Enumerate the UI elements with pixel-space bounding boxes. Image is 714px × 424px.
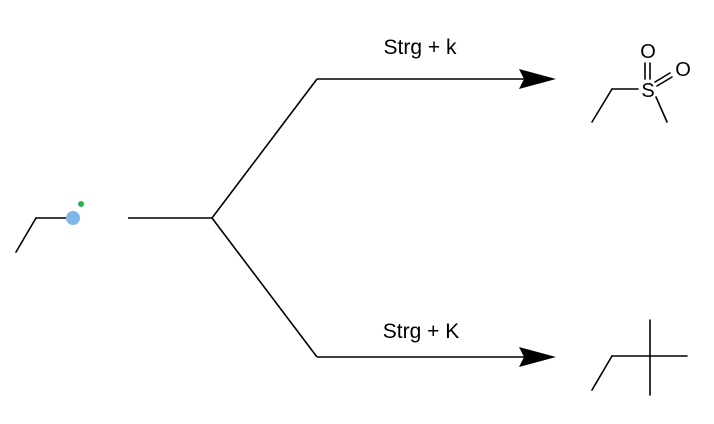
reaction-arrow-lower[interactable] <box>317 347 556 367</box>
starting-molecule[interactable] <box>15 201 84 253</box>
product-quaternary-carbon[interactable] <box>591 319 688 396</box>
bond[interactable] <box>15 217 37 253</box>
oxygen-atom-label-right: O <box>675 59 691 81</box>
oxygen-atom-label-top: O <box>640 41 656 63</box>
shortcut-label-lower: Strg + K <box>383 320 459 343</box>
product-sulfone[interactable]: S O O <box>591 41 691 123</box>
reaction-arrow-upper[interactable] <box>317 69 556 89</box>
active-indicator-dot <box>78 201 84 207</box>
atom-hover-highlight[interactable] <box>66 211 80 225</box>
sulfur-atom-label: S <box>641 80 654 102</box>
branch-connector <box>128 78 318 358</box>
shortcut-label-upper: Strg + k <box>384 36 457 59</box>
